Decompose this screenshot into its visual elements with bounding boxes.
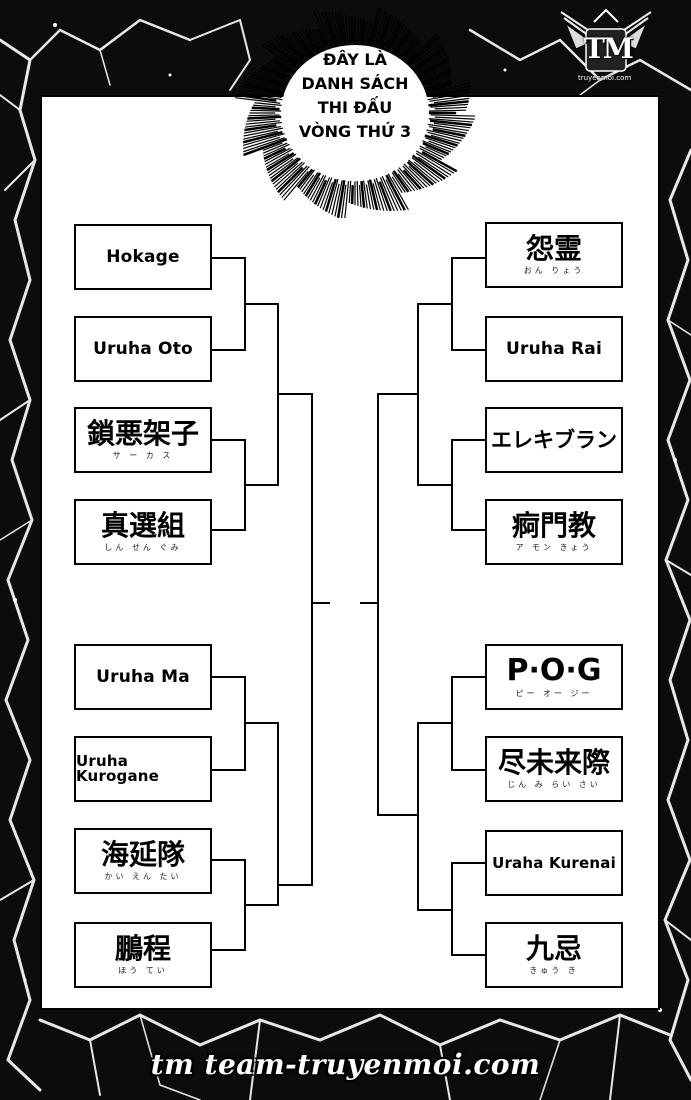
team-box-left-8: 鵬程 ほう てい	[74, 922, 212, 988]
team-box-right-1: 怨霊 おん りょう	[485, 222, 623, 288]
team-ruby: ほう てい	[118, 965, 168, 975]
team-ruby: サ ー カ ス	[112, 450, 174, 460]
team-name: 痾門教	[511, 508, 596, 542]
logo-text: TM	[584, 32, 634, 65]
round-title: ĐÂY LÀ DANH SÁCH THI ĐẤU VÒNG THỨ 3	[275, 48, 435, 144]
title-line: ĐÂY LÀ	[323, 50, 387, 69]
team-box-right-7: Uraha Kurenai	[485, 830, 623, 896]
team-box-left-1: Hokage	[74, 224, 212, 290]
team-ruby: おん りょう	[523, 265, 585, 275]
team-ruby: じん み らい さい	[507, 779, 601, 789]
team-box-right-5: P·O·G ピー オー ジー	[485, 644, 623, 710]
team-name: Uruha Ma	[96, 666, 190, 687]
team-name: Uraha Kurenai	[492, 853, 616, 872]
team-ruby: しん せん ぐみ	[104, 542, 182, 552]
team-name: 尽未来際	[497, 745, 610, 779]
team-name: 九忌	[525, 931, 582, 965]
team-box-right-6: 尽未来際 じん み らい さい	[485, 736, 623, 802]
team-box-right-3: エレキブラン	[485, 407, 623, 473]
team-box-left-6: Uruha Kurogane	[74, 736, 212, 802]
burst-center	[281, 45, 429, 181]
team-box-left-5: Uruha Ma	[74, 644, 212, 710]
title-line: DANH SÁCH	[301, 74, 409, 93]
team-name: 鵬程	[114, 931, 171, 965]
team-box-left-2: Uruha Oto	[74, 316, 212, 382]
team-name: Uruha Kurogane	[76, 752, 160, 785]
team-name: Uruha Oto	[93, 338, 193, 359]
team-box-left-7: 海延隊 かい えん たい	[74, 828, 212, 894]
tm-logo: TM truyenmoi.com	[556, 4, 656, 82]
team-box-left-3: 鎖悪架子 サ ー カ ス	[74, 407, 212, 473]
team-name: Hokage	[106, 246, 180, 267]
team-name: P·O·G	[506, 652, 602, 688]
team-name: 鎖悪架子	[86, 416, 199, 450]
team-name: Uruha Rai	[506, 338, 602, 359]
team-ruby: ピー オー ジー	[515, 688, 593, 698]
title-starburst	[235, 8, 475, 218]
title-line: THI ĐẤU	[317, 98, 393, 117]
team-box-right-4: 痾門教 ア モン きょう	[485, 499, 623, 565]
team-name: 真選組	[100, 508, 185, 542]
team-ruby: きゅう き	[529, 965, 579, 975]
team-box-right-2: Uruha Rai	[485, 316, 623, 382]
burst-rays	[235, 8, 475, 218]
team-box-right-8: 九忌 きゅう き	[485, 922, 623, 988]
team-ruby: ア モン きょう	[515, 542, 593, 552]
team-box-left-4: 真選組 しん せん ぐみ	[74, 499, 212, 565]
team-name: 海延隊	[100, 837, 185, 871]
team-ruby: かい えん たい	[104, 871, 182, 881]
team-name: エレキブラン	[491, 427, 617, 452]
winged-emblem-icon	[560, 8, 652, 72]
title-line: VÒNG THỨ 3	[298, 122, 412, 141]
logo-subtext: truyenmoi.com	[578, 74, 632, 82]
team-name: 怨霊	[525, 231, 582, 265]
watermark-footer: tm team-truyenmoi.com	[150, 1048, 541, 1081]
